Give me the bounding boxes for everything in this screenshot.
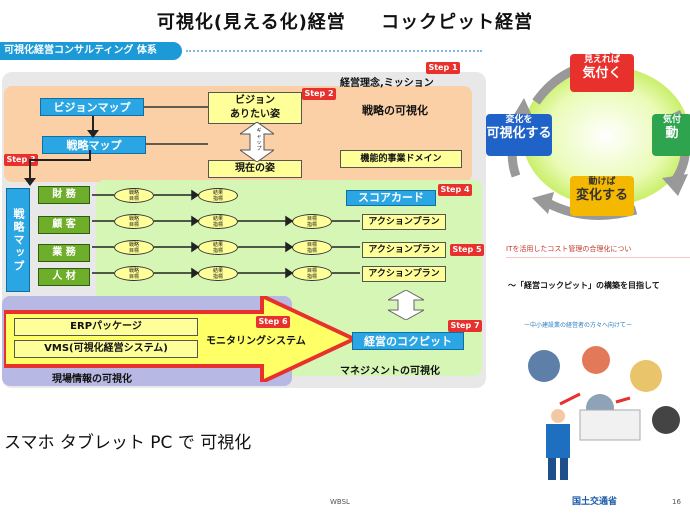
- cycle-notice-box: 気付 動: [652, 114, 690, 156]
- strategy-map-vertical: 戦略マップ: [6, 188, 30, 292]
- cycle-see-line2: 気付く: [582, 66, 622, 81]
- cycle-see-line1: 見えれば: [583, 55, 620, 65]
- action-plan-box: アクションプラン: [362, 266, 446, 282]
- divider: [186, 50, 482, 52]
- footer-org: WBSL: [330, 498, 350, 506]
- step-badge-4: Step 4: [438, 184, 472, 196]
- result-indicator-oval: 結果 指標: [198, 214, 238, 229]
- domain-box: 機能的事業ドメイン: [340, 150, 462, 168]
- step-badge-6: Step 6: [256, 316, 290, 328]
- down-arrow-1: [87, 116, 99, 138]
- sme-text: ー中小建設業の経営者の方々へ向けてー: [524, 322, 633, 329]
- cycle-notice-line2: 動: [665, 126, 679, 141]
- step-badge-7: Step 7: [448, 320, 482, 332]
- mission-label: 経営理念,ミッション: [340, 78, 434, 89]
- strategy-line: [146, 143, 208, 145]
- cockpit-box: 経営のコクピット: [352, 332, 464, 350]
- strategy-goal-oval: 戦略 目標: [114, 188, 154, 203]
- current-state-box: 現在の姿: [208, 160, 302, 178]
- cycle-see-box: 見えれば 気付く: [570, 54, 634, 92]
- strategy-visual-label: 戦略の可視化: [362, 104, 428, 117]
- page-number: 16: [672, 498, 681, 506]
- step-badge-1: Step 1: [426, 62, 460, 74]
- cockpit-link-arrow: [388, 290, 424, 320]
- vision-map-box: ビジョンマップ: [40, 98, 144, 116]
- management-visual-label: マネジメントの可視化: [340, 366, 440, 377]
- result-indicator-oval: 結果 指標: [198, 266, 238, 281]
- ministry-logo: 国土交通省: [572, 494, 617, 507]
- monitoring-label: モニタリングシステム: [206, 336, 306, 347]
- manager-illustration: [528, 346, 680, 480]
- cycle-visualize-line1: 変化を: [505, 115, 533, 125]
- step-badge-2: Step 2: [302, 88, 336, 100]
- step-badge-5: Step 5: [450, 244, 484, 256]
- strategy-map-box: 戦略マップ: [42, 136, 146, 154]
- title-right: コックピット経営: [381, 12, 534, 33]
- field-visual-label: 現場情報の可視化: [52, 374, 132, 385]
- scorecard-box: スコアカード: [346, 190, 436, 206]
- strategy-goal-oval: 戦略 目標: [114, 214, 154, 229]
- perspective-finance: 財 務: [38, 186, 90, 204]
- down-arrow-2: [24, 150, 91, 186]
- action-plan-box: アクションプラン: [362, 214, 446, 230]
- flow-lines: [92, 189, 360, 279]
- vision-box: ビジョン ありたい姿: [208, 92, 302, 124]
- strategy-goal-oval: 戦略 目標: [114, 240, 154, 255]
- perspective-people: 人 材: [38, 268, 90, 286]
- title-left: 可視化(見える化)経営: [156, 12, 346, 33]
- ministry-name: 国土交通省: [572, 497, 618, 507]
- gap-arrow: [240, 122, 274, 162]
- perspective-process: 業 務: [38, 244, 90, 262]
- erp-box: ERPパッケージ: [14, 318, 198, 336]
- target-indicator-oval: 目標 指標: [292, 214, 332, 229]
- gap-label: ギャップ: [256, 128, 262, 152]
- perspective-customer: 顧 客: [38, 216, 90, 234]
- cockpit-goal-text: ～「経営コックピット」の構築を目指して: [508, 281, 660, 290]
- page-title: 可視化(見える化)経営 コックピット経営: [0, 8, 690, 34]
- caption: スマホ タブレット PC で 可視化: [4, 433, 252, 453]
- vms-box: VMS(可視化経営システム): [14, 340, 198, 358]
- cycle-visualize-box: 変化を 可視化する: [486, 114, 552, 156]
- result-indicator-oval: 結果 指標: [198, 188, 238, 203]
- target-indicator-oval: 目標 指標: [292, 240, 332, 255]
- cycle-visualize-line2: 可視化する: [486, 126, 552, 141]
- cycle-act-line2: 変化する: [575, 188, 628, 203]
- system-label: 可視化経営コンサルティング 体系: [0, 42, 182, 60]
- cycle-notice-line1: 気付: [662, 115, 681, 125]
- it-note: ITを活用したコスト管理の合理化につい: [506, 244, 690, 258]
- cycle-act-line1: 動けば: [588, 177, 616, 187]
- action-plan-box: アクションプラン: [362, 242, 446, 258]
- cycle-act-box: 動けば 変化する: [570, 176, 634, 216]
- strategy-goal-oval: 戦略 目標: [114, 266, 154, 281]
- vision-line: [144, 106, 208, 108]
